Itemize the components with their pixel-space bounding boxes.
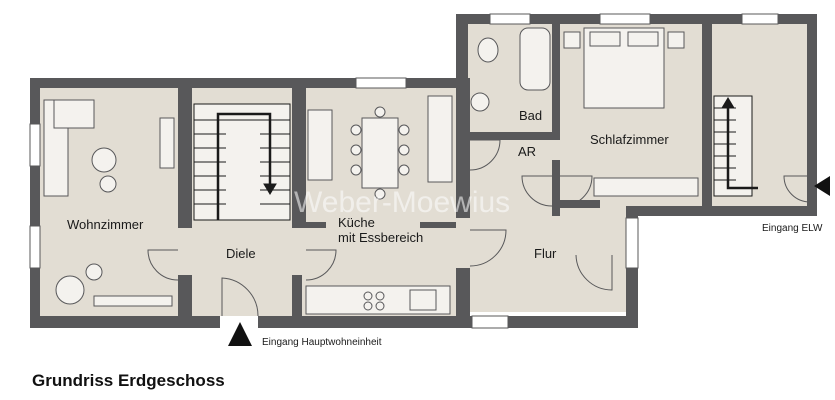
radiator-shelf <box>93 295 173 307</box>
entrance-label-elw: Eingang ELW <box>762 223 823 234</box>
room-label-kueche: Küche <box>338 215 375 230</box>
bathtub <box>519 27 551 91</box>
room-label-flur: Flur <box>534 246 557 261</box>
tv-unit <box>159 117 175 169</box>
furniture <box>43 27 699 315</box>
nightstand-right <box>667 31 685 49</box>
doors <box>147 139 811 317</box>
sideboard <box>307 109 333 181</box>
nightstand-left <box>563 31 581 49</box>
room-labels: Wohnzimmer Diele Küche mit Essbereich Ba… <box>67 108 669 261</box>
entrance-arrow-elw-icon <box>814 176 830 196</box>
entrance-markers: Eingang Hauptwohneinheit Eingang ELW <box>228 176 830 348</box>
floor-fills <box>40 22 811 316</box>
windows <box>29 13 779 329</box>
room-label-diele: Diele <box>226 246 256 261</box>
armchair <box>55 275 85 305</box>
toilet <box>477 37 499 63</box>
room-label-ar: AR <box>518 144 536 159</box>
wardrobe <box>593 177 699 197</box>
bench <box>427 95 453 183</box>
dining-table <box>361 117 399 189</box>
room-label-wohnzimmer: Wohnzimmer <box>67 217 144 232</box>
watermark: Weber-Moewius <box>294 186 510 219</box>
sink <box>470 92 490 112</box>
entrance-arrow-main-icon <box>228 322 252 346</box>
plan-title: Grundriss Erdgeschoss <box>32 371 225 390</box>
entrance-label-main: Eingang Hauptwohneinheit <box>262 337 382 348</box>
room-label-bad: Bad <box>519 108 542 123</box>
room-label-schlafzimmer: Schlafzimmer <box>590 132 669 147</box>
room-label-kueche-sub: mit Essbereich <box>338 230 423 245</box>
stairs <box>193 95 758 221</box>
table-round <box>91 147 117 173</box>
